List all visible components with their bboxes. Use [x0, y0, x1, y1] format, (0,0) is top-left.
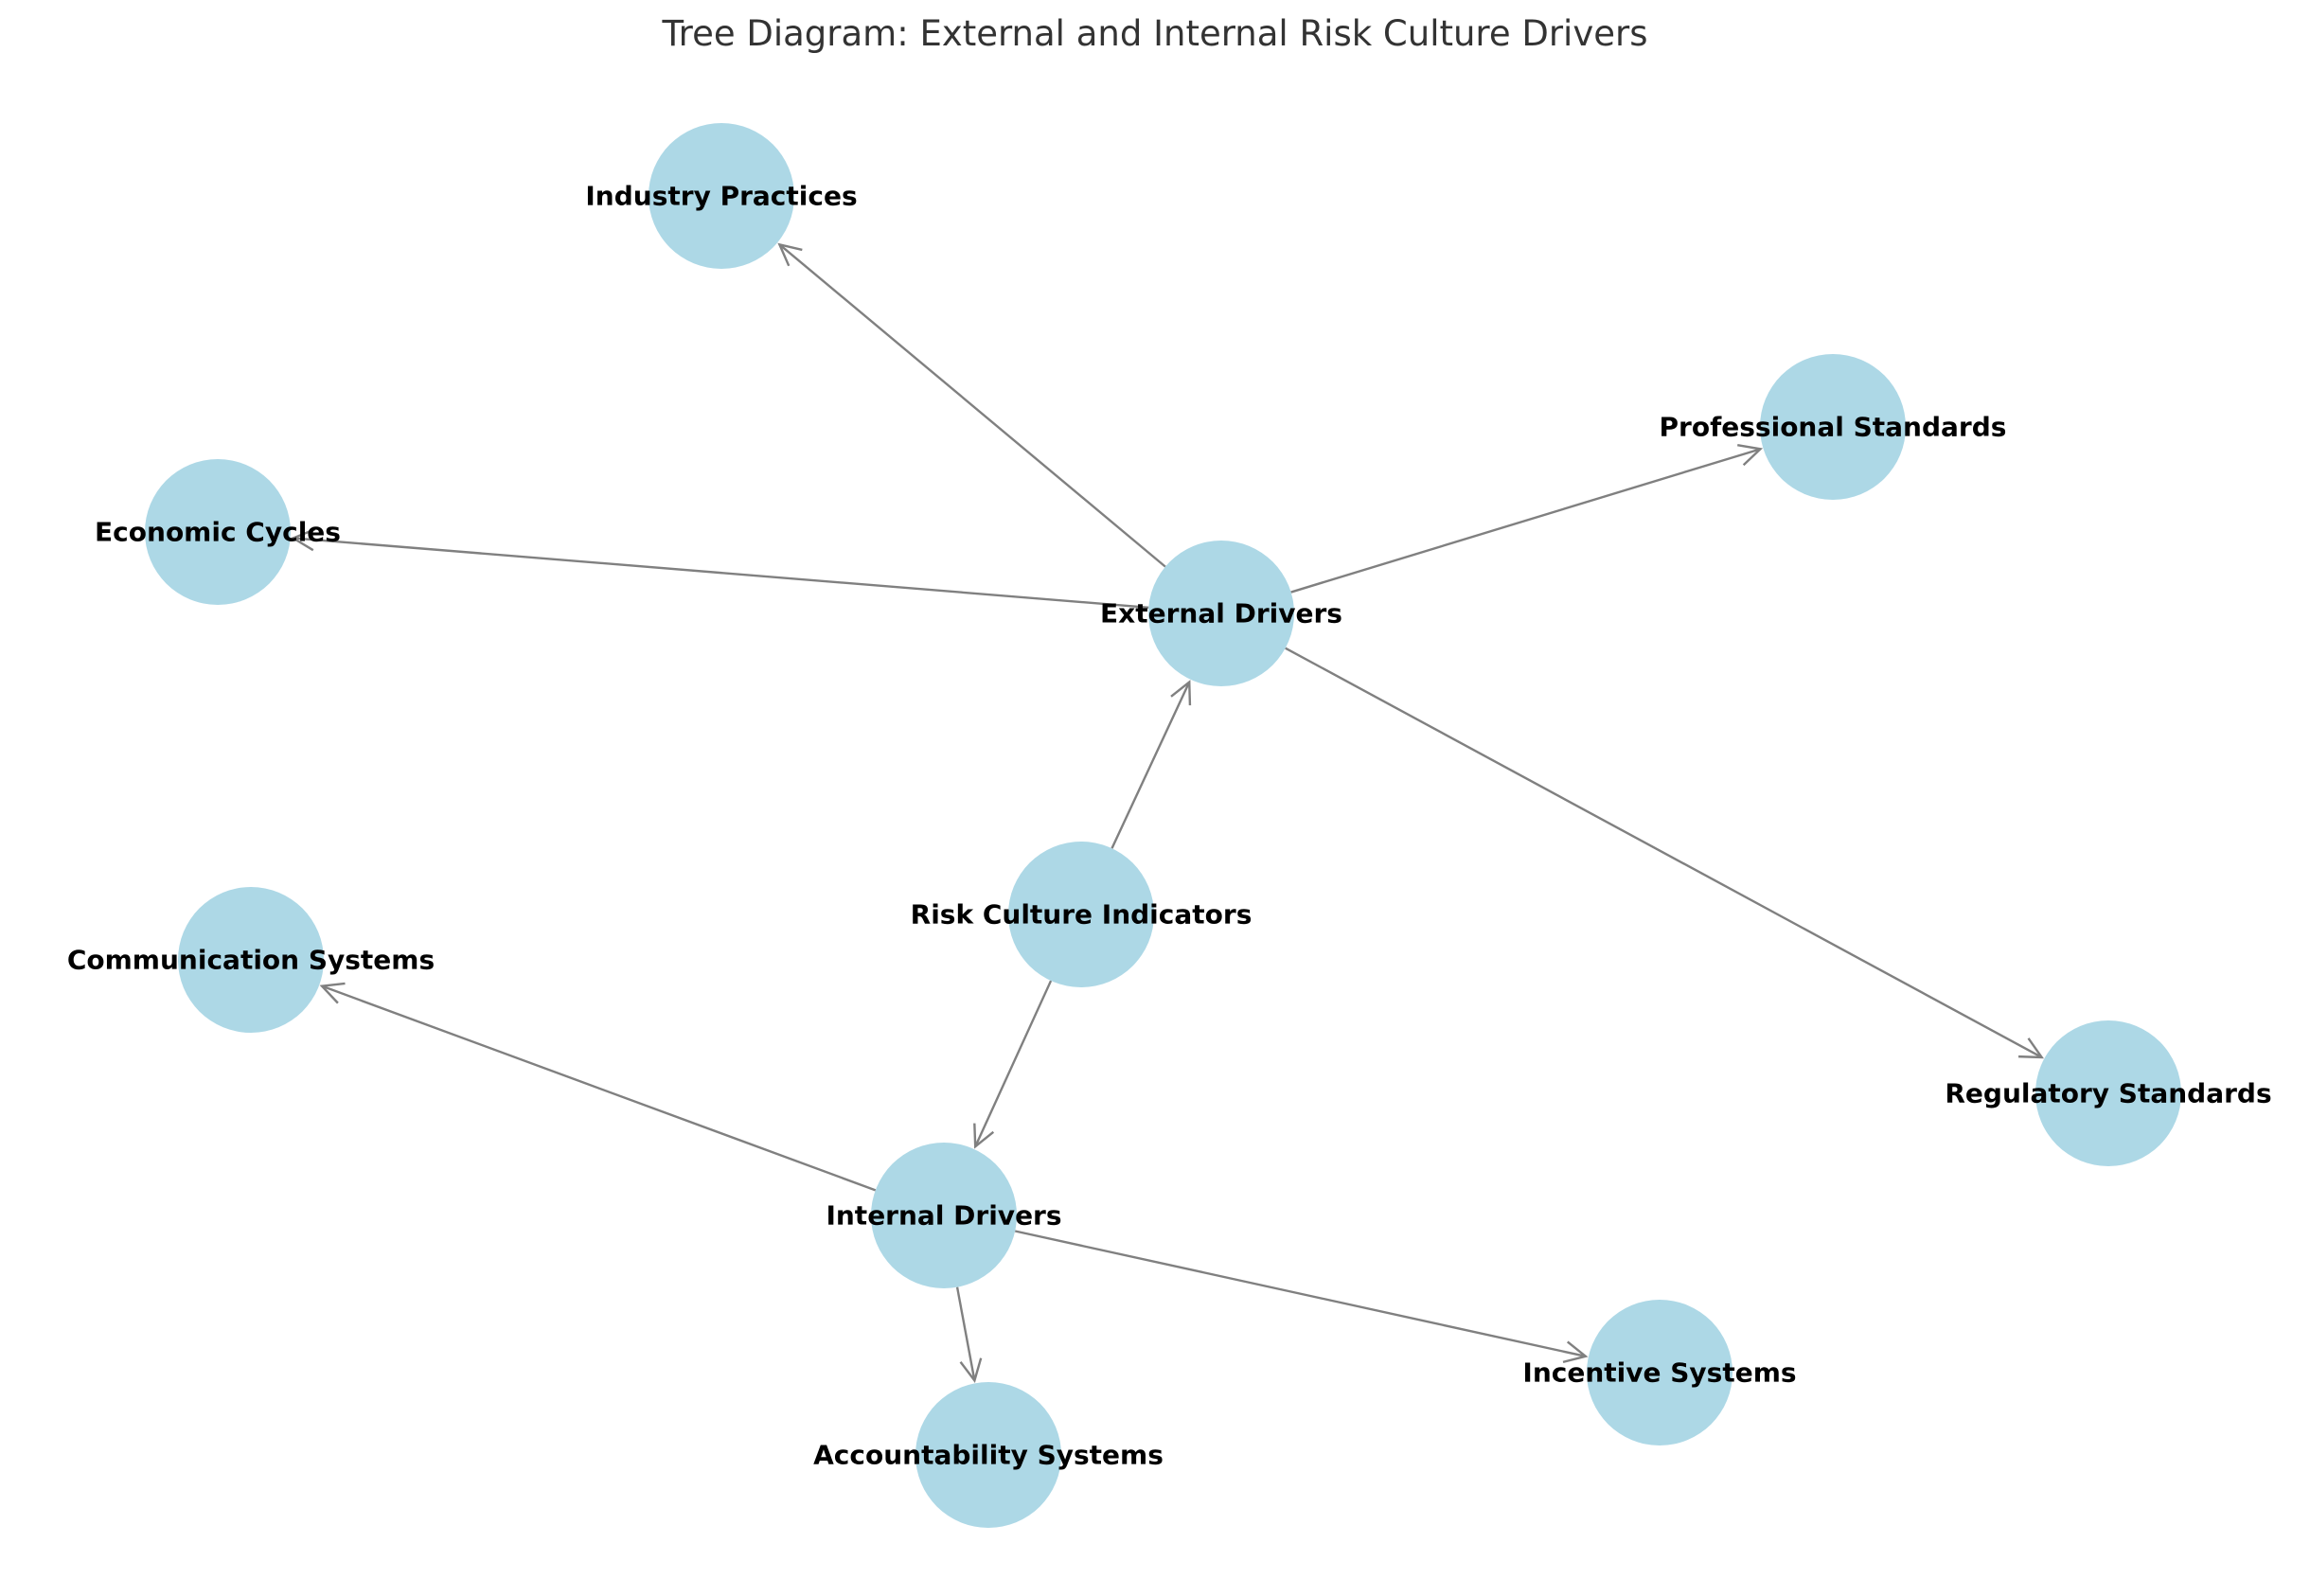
- arrowhead-icon: [973, 1123, 995, 1149]
- edge-internal-to-accountability: [955, 1286, 983, 1383]
- edge-line: [1285, 647, 2043, 1058]
- edge-line: [974, 980, 1053, 1147]
- arrowhead-icon: [291, 528, 316, 552]
- arrowhead-icon: [1562, 1340, 1589, 1364]
- node-label-regulatory: Regulatory Standards: [1945, 1078, 2271, 1109]
- node-label-internal: Internal Drivers: [826, 1200, 1061, 1232]
- arrowhead-icon: [2018, 1037, 2044, 1059]
- edge-root-to-internal: [973, 980, 1053, 1149]
- arrowhead-icon: [777, 242, 803, 267]
- edge-external-to-professional: [1290, 444, 1764, 594]
- node-industry: [649, 123, 794, 269]
- node-label-industry: Industry Practices: [585, 181, 857, 212]
- edge-line: [293, 537, 1149, 609]
- node-label-communication: Communication Systems: [67, 945, 435, 976]
- node-label-accountability: Accountability Systems: [813, 1440, 1164, 1471]
- node-professional: [1760, 354, 1906, 500]
- edge-external-to-economic: [291, 528, 1149, 609]
- edge-internal-to-incentive: [1014, 1230, 1589, 1364]
- diagram-title: Tree Diagram: External and Internal Risk…: [662, 13, 1648, 54]
- edge-line: [1111, 682, 1191, 849]
- node-external: [1148, 541, 1294, 686]
- edge-line: [1014, 1230, 1587, 1358]
- node-label-economic: Economic Cycles: [95, 517, 341, 548]
- arrowhead-icon: [1170, 680, 1192, 706]
- edge-internal-to-communication: [319, 982, 877, 1192]
- node-accountability: [915, 1382, 1061, 1528]
- node-economic: [145, 459, 291, 605]
- edge-line: [955, 1286, 976, 1381]
- arrowhead-icon: [1737, 444, 1764, 467]
- edge-external-to-industry: [777, 242, 1166, 568]
- node-communication: [178, 887, 324, 1033]
- node-label-professional: Professional Standards: [1660, 412, 2007, 443]
- nodes-layer: [145, 123, 2181, 1528]
- arrowhead-icon: [959, 1357, 983, 1383]
- edge-root-to-external: [1111, 680, 1192, 849]
- node-label-external: External Drivers: [1100, 598, 1342, 630]
- arrowhead-icon: [319, 982, 346, 1004]
- node-internal: [871, 1143, 1017, 1288]
- node-regulatory: [2035, 1020, 2181, 1166]
- edges-layer: [291, 242, 2044, 1383]
- edge-line: [321, 984, 877, 1192]
- node-label-root: Risk Culture Indicators: [911, 899, 1253, 931]
- node-incentive: [1587, 1300, 1732, 1445]
- edge-line: [778, 243, 1166, 568]
- node-root: [1008, 842, 1154, 987]
- edge-external-to-regulatory: [1285, 647, 2044, 1059]
- edge-line: [1290, 448, 1761, 594]
- node-label-incentive: Incentive Systems: [1522, 1357, 1796, 1389]
